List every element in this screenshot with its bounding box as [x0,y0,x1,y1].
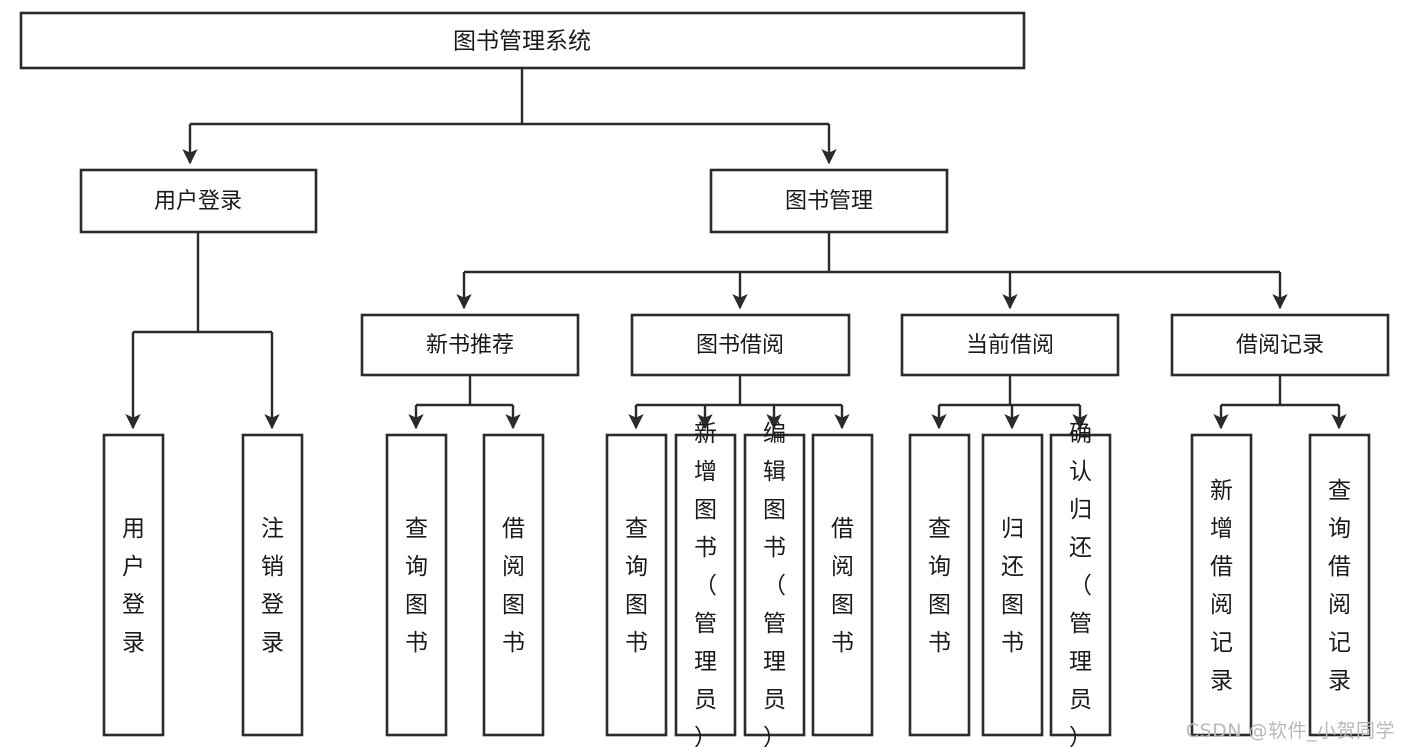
node-current-borrow[interactable]: 当前借阅 [900,313,1120,377]
node-root[interactable]: 图书管理系统 [19,11,1026,70]
node-leaf-query-book-1-label: 查询图书 [405,516,428,656]
node-leaf-query-record-label: 查询借阅记录 [1328,478,1351,694]
node-user-login-box[interactable] [79,168,318,234]
node-leaf-confirm-return[interactable]: 确认归还（管理员） [1049,421,1112,747]
node-leaf-user-login-box[interactable] [102,433,165,737]
node-leaf-confirm-return-box[interactable] [1049,433,1112,737]
node-leaf-edit-book-box[interactable] [743,433,806,737]
node-root-box[interactable] [19,11,1026,70]
node-new-book-rec[interactable]: 新书推荐 [360,313,580,377]
node-leaf-borrow-book-1-box[interactable] [482,433,545,737]
node-leaf-query-record-box[interactable] [1308,433,1371,737]
node-user-login-label: 用户登录 [154,189,242,214]
node-leaf-add-record-box[interactable] [1190,433,1253,737]
node-leaf-borrow-book-2[interactable]: 借阅图书 [811,433,874,737]
node-leaf-query-book-1-box[interactable] [385,433,448,737]
node-leaf-borrow-book-1-label: 借阅图书 [502,516,525,656]
node-new-book-rec-box[interactable] [360,313,580,377]
node-leaf-query-record[interactable]: 查询借阅记录 [1308,433,1371,737]
node-book-borrow-box[interactable] [630,313,851,377]
node-book-borrow-label: 图书借阅 [696,333,784,358]
node-leaf-logout[interactable]: 注销登录 [241,433,304,737]
node-leaf-return-book-label: 归还图书 [1001,516,1024,656]
node-borrow-record-label: 借阅记录 [1236,333,1324,358]
node-book-borrow[interactable]: 图书借阅 [630,313,851,377]
node-leaf-logout-box[interactable] [241,433,304,737]
node-leaf-return-book[interactable]: 归还图书 [981,433,1044,737]
node-current-borrow-box[interactable] [900,313,1120,377]
node-leaf-query-book-3-label: 查询图书 [928,516,951,656]
node-borrow-record[interactable]: 借阅记录 [1170,313,1390,377]
node-leaf-borrow-book-2-label: 借阅图书 [831,516,854,656]
node-leaf-add-record[interactable]: 新增借阅记录 [1190,433,1253,737]
watermark-text: CSDN @软件_小贺同学 [1185,720,1395,742]
node-current-borrow-label: 当前借阅 [966,333,1054,358]
node-borrow-record-box[interactable] [1170,313,1390,377]
node-leaf-query-book-2-box[interactable] [605,433,668,737]
node-book-manage[interactable]: 图书管理 [709,168,949,234]
node-leaf-query-book-3[interactable]: 查询图书 [908,433,971,737]
node-new-book-rec-label: 新书推荐 [426,333,514,358]
node-leaf-add-record-label: 新增借阅记录 [1210,478,1233,694]
node-leaf-query-book-1[interactable]: 查询图书 [385,433,448,737]
node-leaf-edit-book-label: 编辑图书（管理员） [763,421,786,747]
leaf-node-layer: 用户登录 注销登录 查询图书 借阅图书 查询图书 新增图书（管理员） 编辑图书（管理员） 借阅… [102,421,1371,747]
node-leaf-query-book-3-box[interactable] [908,433,971,737]
node-leaf-logout-label: 注销登录 [261,516,284,656]
node-leaf-borrow-book-1[interactable]: 借阅图书 [482,433,545,737]
node-leaf-return-book-box[interactable] [981,433,1044,737]
node-book-manage-box[interactable] [709,168,949,234]
node-leaf-user-login[interactable]: 用户登录 [102,433,165,737]
node-leaf-query-book-2-label: 查询图书 [625,516,648,656]
node-leaf-add-book[interactable]: 新增图书（管理员） [674,421,737,747]
node-leaf-edit-book[interactable]: 编辑图书（管理员） [743,421,806,747]
node-leaf-confirm-return-label: 确认归还（管理员） [1069,421,1092,747]
node-book-manage-label: 图书管理 [785,189,873,214]
node-root-label: 图书管理系统 [453,29,591,55]
node-leaf-add-book-label: 新增图书（管理员） [694,421,717,747]
node-leaf-user-login-label: 用户登录 [122,516,145,656]
node-leaf-borrow-book-2-box[interactable] [811,433,874,737]
connector-layer [125,68,1347,430]
node-user-login[interactable]: 用户登录 [79,168,318,234]
node-leaf-add-book-box[interactable] [674,433,737,737]
node-leaf-query-book-2[interactable]: 查询图书 [605,433,668,737]
